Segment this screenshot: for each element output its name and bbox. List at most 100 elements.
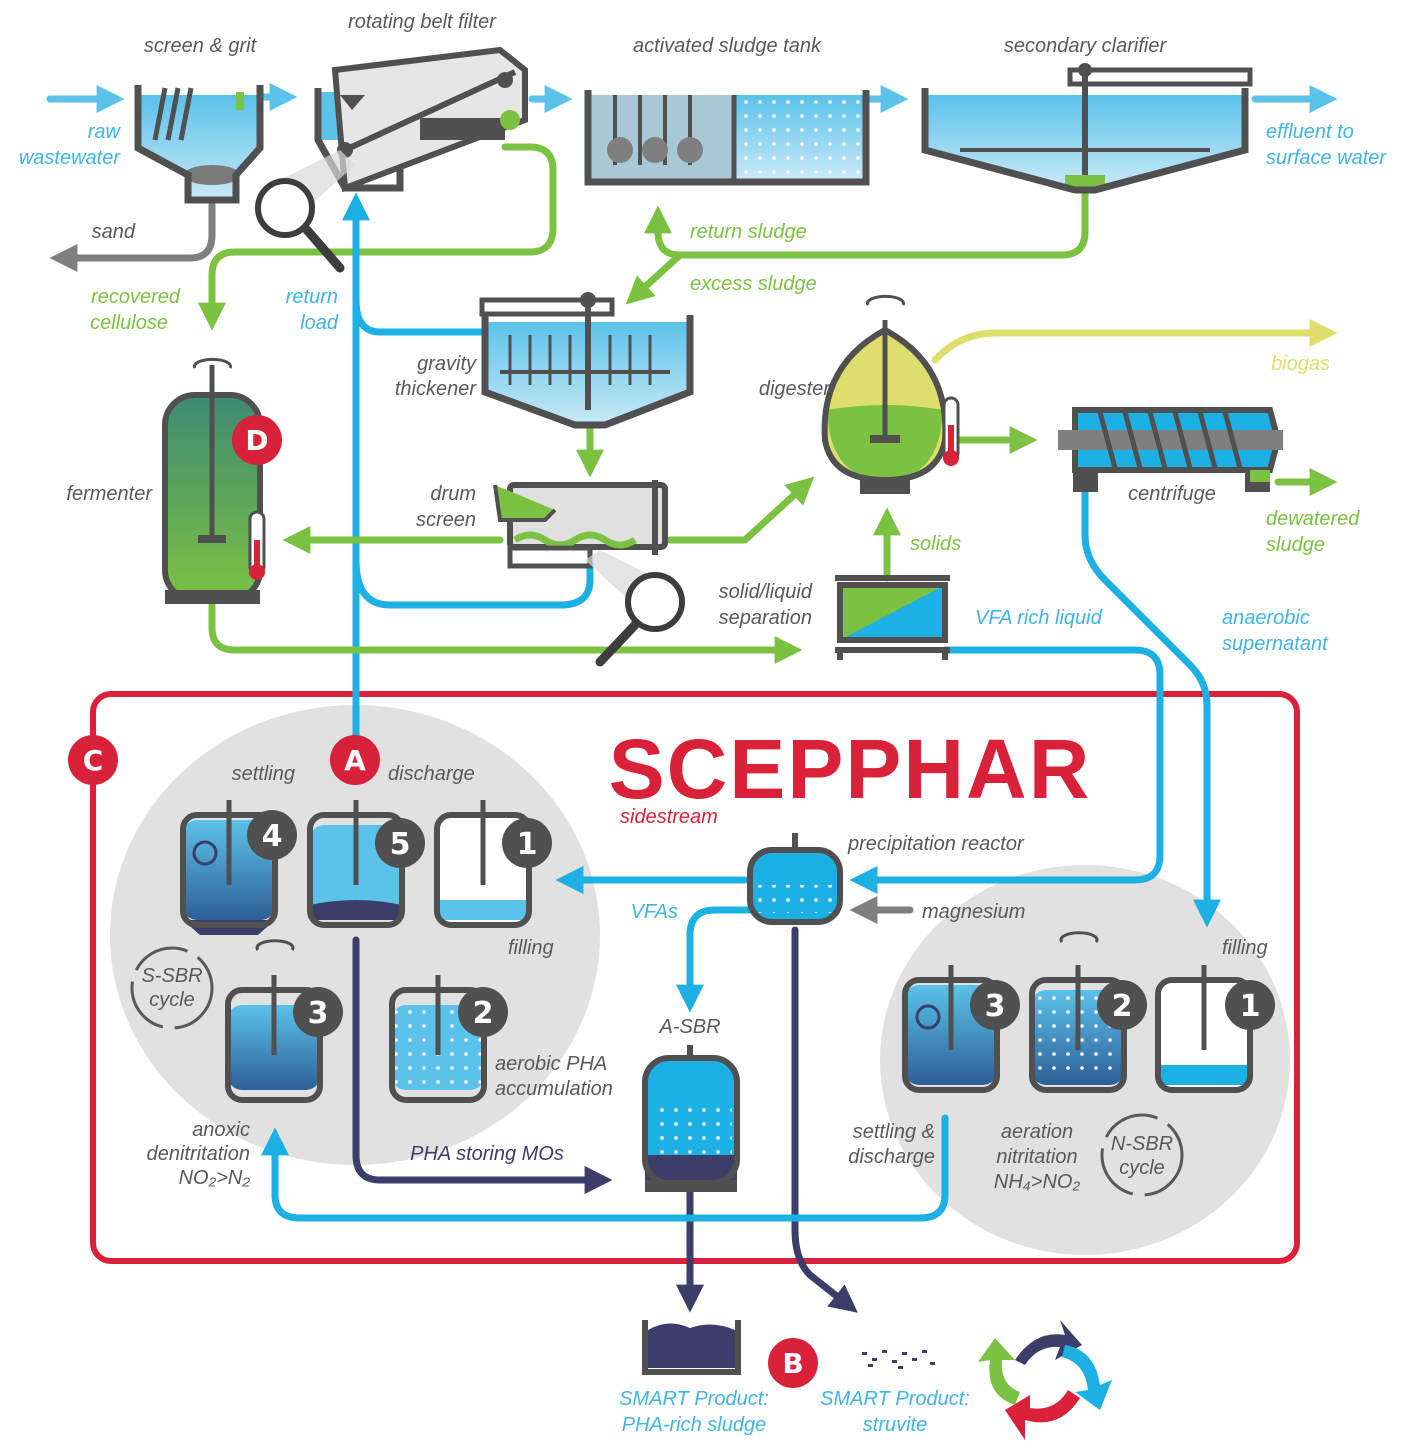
step-n1-label: 1	[1240, 989, 1261, 1024]
label-smart-struvite-1: SMART Product:	[820, 1388, 970, 1410]
label-solid-liquid-2: separation	[719, 607, 812, 629]
step-s4: 4	[247, 810, 297, 860]
label-precipitation-reactor: precipitation reactor	[847, 833, 1025, 855]
fermenter-to-separation	[208, 601, 803, 664]
step-s3: 3	[293, 987, 343, 1037]
label-centrifuge: centrifuge	[1128, 483, 1216, 505]
step-s5: 5	[375, 818, 425, 868]
badge-d-label: D	[245, 424, 268, 457]
s-sbr-reactor-3	[225, 939, 323, 1103]
badge-b: B	[768, 1338, 818, 1388]
digester-unit	[821, 294, 960, 494]
recovered-cellulose-line	[198, 143, 557, 331]
step-n2: 2	[1097, 980, 1147, 1030]
struvite-line	[791, 926, 858, 1313]
badge-b-label: B	[782, 1347, 803, 1380]
label-raw-1: raw	[88, 121, 122, 143]
return-load-from-drum	[352, 556, 594, 609]
sand-line	[49, 201, 216, 272]
label-recovered-2: cellulose	[90, 312, 168, 334]
label-gravity-1: gravity	[417, 353, 477, 375]
step-s5-label: 5	[390, 827, 411, 862]
label-effluent-1: effluent to	[1266, 121, 1354, 143]
step-s2-label: 2	[473, 996, 494, 1031]
label-digester: digester	[759, 378, 831, 400]
step-n1: 1	[1225, 980, 1275, 1030]
label-anaerobic-2: supernatant	[1222, 633, 1329, 655]
biogas-line	[931, 319, 1338, 364]
step-s1: 1	[502, 818, 552, 868]
step-n2-label: 2	[1112, 989, 1133, 1024]
label-settling-discharge-2: discharge	[848, 1146, 935, 1168]
scepphar-title: SCEPPHAR	[609, 722, 1092, 816]
label-smart-pha-1: SMART Product:	[619, 1388, 769, 1410]
label-secondary-clarifier: secondary clarifier	[1004, 35, 1168, 57]
vfa-rich-liquid-line	[849, 646, 1164, 894]
label-s-sbr-1: S-SBR	[141, 965, 202, 987]
label-effluent-2: surface water	[1266, 147, 1387, 169]
recycle-logo-icon	[978, 1320, 1112, 1440]
label-settling-discharge-1: settling &	[853, 1121, 935, 1143]
badge-d: D	[232, 415, 282, 465]
struvite-product	[860, 1350, 938, 1369]
anaerobic-supernatant-line	[1081, 481, 1221, 928]
drum-screen-unit	[493, 480, 668, 569]
label-anoxic-3: NO₂>N₂	[179, 1167, 251, 1189]
badge-c-label: C	[83, 744, 104, 777]
label-vfa-rich-liquid: VFA rich liquid	[975, 607, 1103, 629]
gravity-thickener-unit	[479, 292, 694, 429]
label-vfas: VFAs	[631, 901, 678, 923]
drum-screen-magnifier-icon	[585, 550, 685, 667]
label-magnesium: magnesium	[922, 901, 1025, 923]
label-dewatered-1: dewatered	[1266, 508, 1360, 530]
pha-storing-line	[352, 936, 613, 1194]
label-fermenter: fermenter	[66, 483, 153, 505]
label-n-sbr-1: N-SBR	[1111, 1133, 1173, 1155]
label-smart-pha-2: PHA-rich sludge	[622, 1414, 767, 1436]
label-anaerobic-1: anaerobic	[1222, 607, 1310, 629]
label-rotating-belt-filter: rotating belt filter	[348, 11, 497, 33]
label-aeration-2: nitritation	[996, 1146, 1077, 1168]
step-n3: 3	[970, 980, 1020, 1030]
s-sbr-cycle-icon	[130, 946, 214, 1030]
label-anoxic-1: anoxic	[192, 1119, 250, 1141]
label-pha-storing: PHA storing MOs	[410, 1143, 564, 1165]
step-s2: 2	[458, 987, 508, 1037]
activated-sludge-tank-unit	[584, 90, 870, 186]
step-s1-label: 1	[517, 827, 538, 862]
label-screen-grit: screen & grit	[144, 35, 258, 57]
label-n-sbr-2: cycle	[1119, 1157, 1165, 1179]
n-sbr-reactor-1	[1155, 965, 1253, 1093]
label-solid-liquid-1: solid/liquid	[719, 581, 813, 603]
excess-sludge-line	[625, 251, 684, 305]
label-return-sludge: return sludge	[690, 221, 807, 243]
nsbr-to-anoxic-line	[261, 1114, 949, 1222]
label-settling: settling	[232, 763, 295, 785]
badge-c: C	[68, 735, 118, 785]
sidestream-label: sidestream	[620, 806, 718, 828]
scepphar-frame	[90, 691, 1300, 1264]
label-solids: solids	[910, 533, 961, 555]
label-filling-right: filling	[1222, 937, 1268, 959]
label-biogas: biogas	[1271, 353, 1330, 375]
a-sbr-unit	[642, 1045, 740, 1192]
centrifuge-unit	[1058, 407, 1283, 492]
label-discharge: discharge	[388, 763, 475, 785]
badge-a-label: A	[344, 744, 366, 777]
label-return-load-1: return	[286, 286, 338, 308]
label-drum-2: screen	[416, 509, 476, 531]
precip-to-asbr-line	[676, 906, 754, 1013]
label-gravity-2: thickener	[395, 378, 477, 400]
badge-a: A	[330, 735, 380, 785]
drum-to-digester-arrow	[666, 476, 815, 544]
label-drum-1: drum	[430, 483, 476, 505]
label-s-sbr-2: cycle	[149, 989, 195, 1011]
secondary-clarifier-unit	[921, 63, 1253, 194]
label-smart-struvite-2: struvite	[863, 1414, 927, 1436]
fermenter-unit	[162, 357, 266, 604]
pha-rich-sludge-product	[642, 1320, 741, 1375]
label-aerobic-2: accumulation	[495, 1078, 613, 1100]
return-sludge-line	[644, 186, 1089, 259]
step-s3-label: 3	[308, 996, 329, 1031]
